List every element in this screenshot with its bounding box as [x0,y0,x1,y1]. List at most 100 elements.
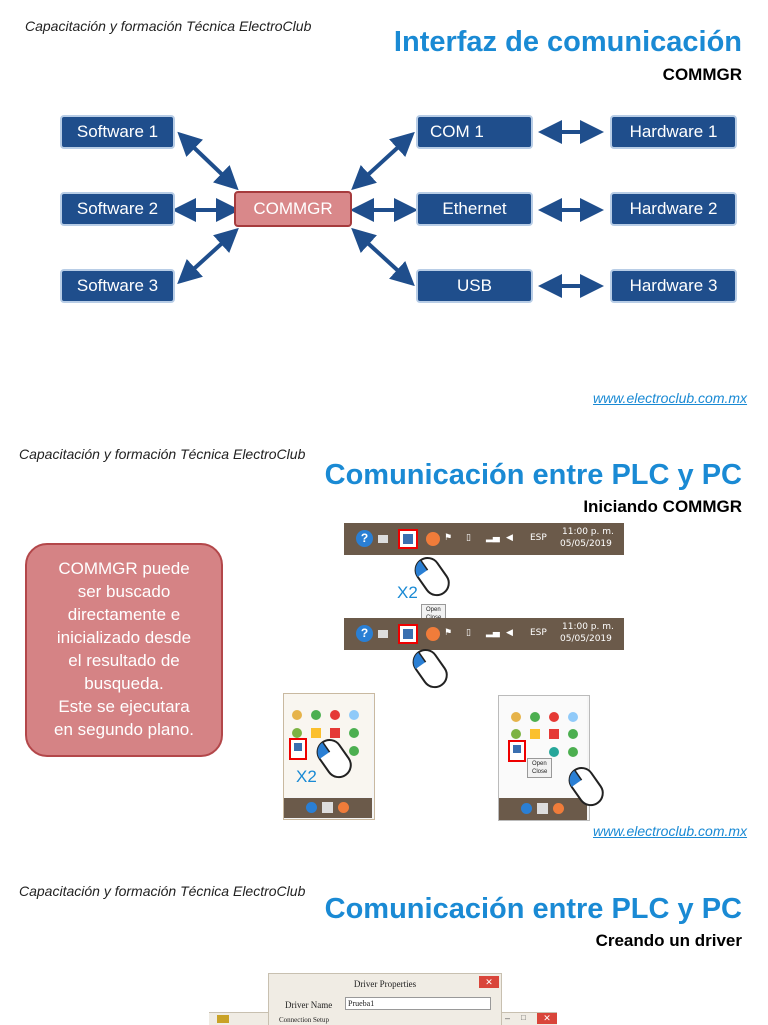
software-box: Software 1 [60,115,175,149]
arrow-commgr-com1 [351,131,415,191]
commgr-tray-icon[interactable] [289,738,307,760]
tray-app-icon[interactable] [292,710,302,720]
slide-header: Capacitación y formación Técnica Electro… [19,446,306,462]
battery-icon[interactable]: ▯ [466,628,471,638]
tray-icon[interactable] [537,803,548,814]
tray-popup-2: Open Close [498,695,590,821]
tray-app-icon[interactable] [311,728,321,738]
tray-app-icon[interactable] [330,728,340,738]
tray-app-icon[interactable] [530,712,540,722]
help-icon[interactable]: ? [356,530,373,547]
interface-box: COM 1 [416,115,533,149]
mini-taskbar [499,798,587,820]
note-line: busqueda. [84,674,164,693]
language-indicator[interactable]: ESP [530,533,547,543]
taskbar-screenshot-1: ? ⚑ ▯ ▂▄ ◀ ESP 11:00 p. m. 05/05/2019 [344,523,624,555]
close-button[interactable]: ✕ [537,1013,557,1024]
volume-icon[interactable]: ◀ [506,533,513,543]
mouse-icon [316,739,352,779]
hardware-box: Hardware 2 [610,192,737,226]
tray-app-icon[interactable] [330,710,340,720]
slide-header: Capacitación y formación Técnica Electro… [25,18,312,34]
menu-open[interactable]: Open [426,607,441,613]
battery-icon[interactable]: ▯ [466,533,471,543]
signal-icon[interactable]: ▂▄ [486,533,500,543]
note-line: inicializado desde [56,628,192,647]
arrow-commgr-usb [351,227,415,287]
commgr-tray-icon[interactable] [508,740,526,762]
tray-app-icon[interactable] [568,712,578,722]
note-line: Este se ejecutara [58,697,190,716]
slide-header: Capacitación y formación Técnica Electro… [19,883,306,899]
mouse-icon [412,649,448,689]
tray-icon[interactable] [322,802,333,813]
note-line: ser buscado [77,582,171,601]
menu-close[interactable]: Close [532,769,548,775]
app-icon[interactable] [553,803,564,814]
tray-app-icon[interactable] [349,728,359,738]
software-box: Software 3 [60,269,175,303]
tray-app-icon[interactable] [530,729,540,739]
driver-name-input[interactable] [345,997,491,1010]
tray-app-icon[interactable] [568,747,578,757]
website-link[interactable]: www.electroclub.com.mx [593,823,748,839]
driver-properties-dialog: Driver Properties ✕ Driver Name Connecti… [268,973,502,1025]
app-icon[interactable] [426,532,440,546]
slide-title: Comunicación entre PLC y PC [324,459,742,491]
clock-time[interactable]: 11:00 p. m. [562,527,614,537]
minimize-button[interactable]: – [505,1013,511,1023]
note-line: en segundo plano. [54,720,194,739]
arrow-sw1-commgr [177,131,239,191]
tray-app-icon[interactable] [549,729,559,739]
tray-app-icon[interactable] [549,747,559,757]
app-icon [217,1015,229,1023]
context-menu: Open Close [527,758,553,778]
help-icon[interactable]: ? [356,625,373,642]
close-button[interactable]: ✕ [479,976,499,988]
flag-icon[interactable]: ⚑ [444,533,453,543]
tray-arrow-icon[interactable] [378,630,388,638]
tray-app-icon[interactable] [311,710,321,720]
signal-icon[interactable]: ▂▄ [486,628,500,638]
mini-taskbar [284,798,372,818]
website-link[interactable]: www.electroclub.com.mx [593,390,748,406]
taskbar-screenshot-2: ? ⚑ ▯ ▂▄ ◀ ESP 11:00 p. m. 05/05/2019 [344,618,624,650]
app-icon[interactable] [338,802,349,813]
help-icon[interactable] [521,803,532,814]
note-line: directamente e [67,605,181,624]
dialog-title: Driver Properties [353,979,417,989]
slide-title: Interfaz de comunicación [393,26,742,58]
clock-time[interactable]: 11:00 p. m. [562,622,614,632]
clock-date[interactable]: 05/05/2019 [560,539,612,549]
volume-icon[interactable]: ◀ [506,628,513,638]
interface-box: Ethernet [416,192,533,226]
slide-title: Comunicación entre PLC y PC [324,893,742,925]
software-box: Software 2 [60,192,175,226]
note-line: el resultado de [68,651,180,670]
tray-app-icon[interactable] [349,710,359,720]
interface-box: USB [416,269,533,303]
flag-icon[interactable]: ⚑ [444,628,453,638]
commgr-box: COMMGR [234,191,352,227]
tray-app-icon[interactable] [511,729,521,739]
connection-arrows [172,120,604,298]
help-icon[interactable] [306,802,317,813]
connection-setup-label: Connection Setup [279,1016,329,1024]
tray-arrow-icon[interactable] [378,535,388,543]
note-line: COMMGR puede [58,559,190,578]
tray-app-icon[interactable] [511,712,521,722]
tray-app-icon[interactable] [549,712,559,722]
commgr-tray-icon[interactable] [398,624,418,644]
commgr-tray-icon[interactable] [398,529,418,549]
hardware-box: Hardware 1 [610,115,737,149]
clock-date[interactable]: 05/05/2019 [560,634,612,644]
menu-open[interactable]: Open [532,761,547,767]
tray-app-icon[interactable] [568,729,578,739]
tray-app-icon[interactable] [292,728,302,738]
slide-subtitle: Creando un driver [595,931,742,950]
double-click-label: X2 [397,583,418,602]
tray-app-icon[interactable] [349,746,359,756]
maximize-button[interactable]: □ [521,1013,526,1022]
language-indicator[interactable]: ESP [530,628,547,638]
app-icon[interactable] [426,627,440,641]
